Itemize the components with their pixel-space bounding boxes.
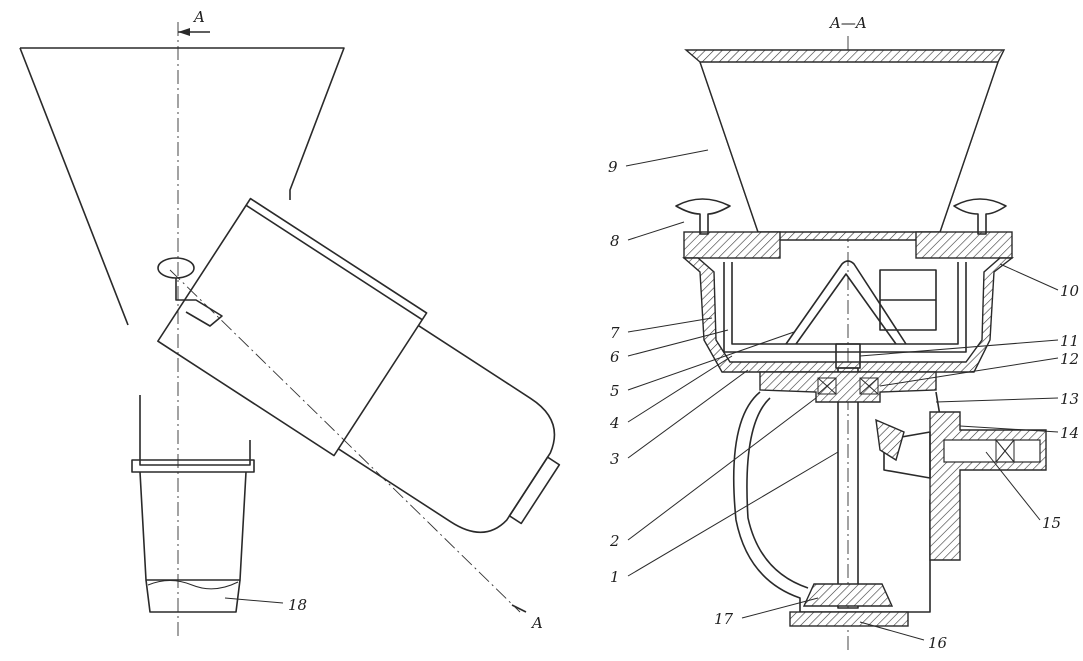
inclined-axis (169, 269, 521, 613)
drive-shaft-15 (943, 439, 1041, 463)
basket-6 (723, 262, 967, 353)
section-title: A—A (828, 14, 867, 32)
label-18: 18 (288, 596, 307, 614)
base-plate-16 (789, 611, 909, 627)
housing-7 (682, 257, 1015, 373)
collector-cup (145, 579, 241, 613)
cone-5 (785, 260, 907, 345)
label-15: 15 (1042, 514, 1061, 532)
outlet-ring (131, 459, 255, 473)
shaft-1 (837, 367, 859, 609)
drum-flange (508, 456, 561, 525)
label-8: 8 (610, 232, 620, 250)
housing-body (157, 197, 428, 457)
label-16: 16 (928, 634, 948, 652)
cover-right (915, 231, 1013, 259)
cut-arrow-top (178, 28, 190, 36)
label-3: 3 (610, 450, 620, 468)
outlet-spout (139, 471, 247, 581)
label-14: 14 (1060, 424, 1079, 442)
bearing-housing (759, 371, 937, 403)
hopper-left-edge (19, 47, 129, 326)
cut-mark-top: A (192, 8, 205, 26)
left-callouts: 9 8 7 6 5 4 3 2 1 17 (608, 149, 839, 628)
label-9: 9 (608, 158, 618, 176)
right-callouts: 10 11 12 13 14 15 16 (859, 263, 1080, 652)
label-1: 1 (610, 568, 620, 586)
upper-bearing (817, 377, 879, 395)
label-6: 6 (610, 348, 620, 366)
drum-body (337, 324, 556, 534)
side-housing-14 (929, 411, 1047, 561)
external-view: A A 18 (19, 8, 561, 640)
knob-right (953, 198, 1007, 235)
cut-mark-bottom: A (530, 614, 543, 632)
label-13: 13 (1060, 390, 1079, 408)
label-12: 12 (1060, 350, 1079, 368)
label-11: 11 (1060, 332, 1079, 350)
outlet-pipe (139, 395, 251, 466)
knob-left (675, 198, 731, 235)
label-2: 2 (609, 532, 620, 550)
bottom-gear-17 (802, 583, 894, 607)
gear-case-2 (732, 391, 941, 613)
leader-18 (224, 597, 284, 604)
cup-break-line (147, 580, 239, 590)
cover-left (683, 231, 781, 259)
bevel-gear-side (883, 431, 931, 479)
label-7: 7 (610, 324, 620, 342)
inclined-housing (157, 197, 561, 534)
label-5: 5 (610, 382, 620, 400)
section-view: A—A (608, 14, 1080, 652)
hopper-outline (20, 47, 345, 200)
housing-rim (245, 204, 423, 321)
label-17: 17 (714, 610, 734, 628)
label-10: 10 (1060, 282, 1080, 300)
label-4: 4 (609, 414, 620, 432)
